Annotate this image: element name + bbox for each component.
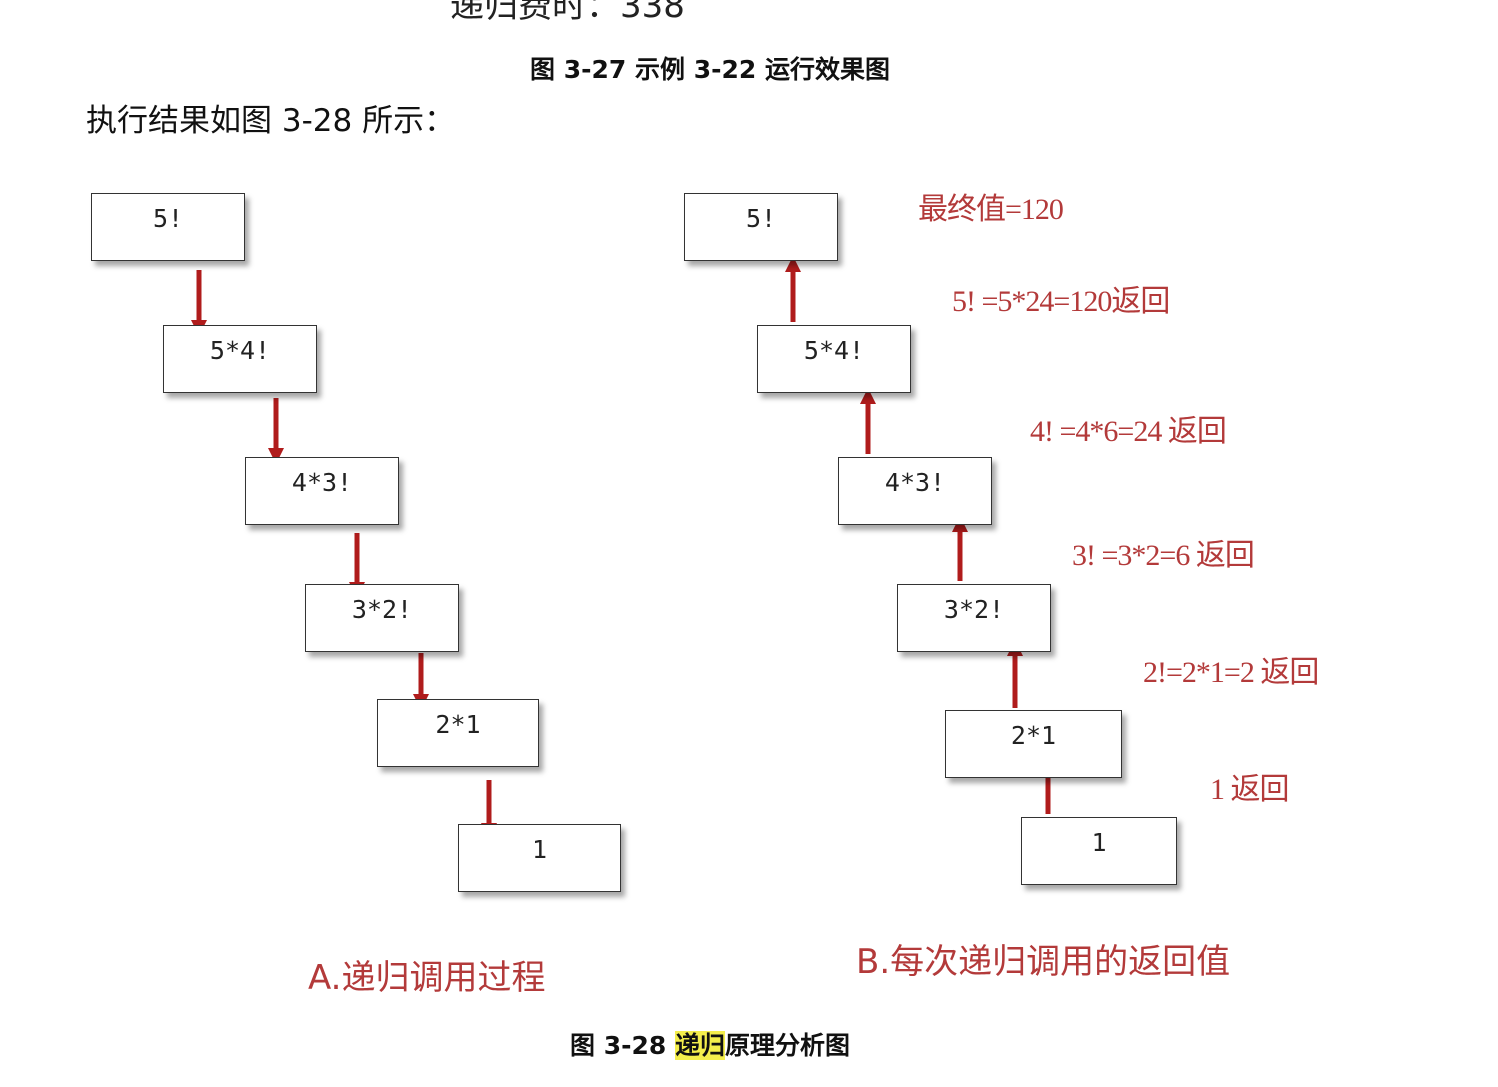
caption-suffix: 原理分析图 [724,1031,850,1060]
call-box-5-fact: 5! [91,193,245,261]
panel-a-label: A.递归调用过程 [308,958,546,998]
body-paragraph: 执行结果如图 3-28 所示： [86,103,456,139]
recursion-diagram: 5! 5*4! 4*3! 3*2! 2*1 1 A.递归调用过程 5! 5*4!… [0,150,1498,1010]
note-return-1: 1 返回 [1210,773,1289,806]
return-box-3x2: 3*2! [897,584,1051,652]
return-box-4x3: 4*3! [838,457,992,525]
return-box-2x1: 2*1 [945,710,1122,778]
call-box-5x4: 5*4! [163,325,317,393]
note-return-2: 2!=2*1=2 返回 [1143,656,1319,689]
figure-caption-3-27: 图 3-27 示例 3-22 运行效果图 [530,55,890,84]
return-box-1: 1 [1021,817,1177,885]
arrows-layer [190,255,1057,840]
caption-prefix: 图 3-28 [570,1031,675,1060]
call-box-4x3: 4*3! [245,457,399,525]
call-box-3x2: 3*2! [305,584,459,652]
return-box-5-fact: 5! [684,193,838,261]
cropped-previous-text: 递归费时：338 [450,0,685,26]
note-return-3: 3! =3*2=6 返回 [1072,539,1255,572]
return-box-5x4: 5*4! [757,325,911,393]
caption-highlight: 递归 [674,1031,725,1060]
note-return-4: 4! =4*6=24 返回 [1030,415,1227,448]
note-return-5: 5! =5*24=120返回 [952,285,1170,318]
note-final-value: 最终值=120 [918,193,1064,226]
figure-caption-3-28: 图 3-28 递归原理分析图 [0,1026,1420,1062]
call-box-1: 1 [458,824,621,892]
panel-b-label: B.每次递归调用的返回值 [856,942,1231,982]
call-box-2x1: 2*1 [377,699,539,767]
